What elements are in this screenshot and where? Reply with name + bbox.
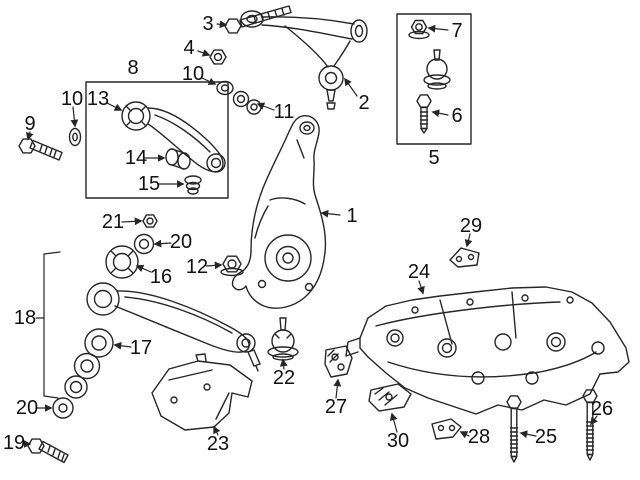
callout-6[interactable]: 6 [451, 105, 463, 127]
callout-10-left[interactable]: 10 [60, 88, 84, 110]
part-bushing-washer-stack [64, 328, 114, 399]
callout-20-mid[interactable]: 20 [169, 231, 193, 253]
part-lock-nut [220, 255, 244, 277]
callout-2[interactable]: 2 [358, 92, 370, 114]
part-strut-arm [86, 282, 261, 372]
part-washer-upper [216, 80, 234, 96]
callout-10-top[interactable]: 10 [181, 63, 205, 85]
callout-8[interactable]: 8 [127, 57, 139, 79]
part-bushing-sleeve [184, 175, 202, 195]
part-ball-joint [423, 49, 451, 90]
kit-box-8 [85, 81, 229, 199]
part-suspension-crossmember [345, 286, 630, 415]
part-arm-mount-bolt [18, 138, 63, 161]
callout-9[interactable]: 9 [24, 113, 36, 135]
part-mount-bracket-front [324, 345, 353, 378]
kit-box-5 [396, 13, 472, 145]
callout-30[interactable]: 30 [386, 430, 410, 452]
callout-13[interactable]: 13 [86, 88, 110, 110]
callout-18[interactable]: 18 [13, 307, 37, 329]
part-crossmember-bolt-inner [506, 395, 522, 463]
callout-27[interactable]: 27 [324, 396, 348, 418]
part-upper-arm-pivot-bolt [224, 5, 292, 34]
part-ball-joint-bolt [416, 94, 432, 134]
callout-3[interactable]: 3 [202, 13, 214, 35]
callout-29[interactable]: 29 [459, 215, 483, 237]
part-strut-arm-nut [142, 214, 158, 228]
part-upper-control-arm [240, 10, 368, 110]
callout-12[interactable]: 12 [185, 256, 209, 278]
callout-15[interactable]: 15 [137, 173, 161, 195]
callout-22[interactable]: 22 [272, 367, 296, 389]
callout-26[interactable]: 26 [590, 398, 614, 420]
callout-7[interactable]: 7 [451, 20, 463, 42]
part-upper-arm-nut [209, 49, 227, 65]
part-crossmember-bolt-outer [582, 389, 598, 461]
callout-leader-lines [23, 20, 598, 448]
part-washer-lower [52, 397, 74, 419]
callout-4[interactable]: 4 [183, 37, 195, 59]
part-mount-bracket-center [431, 418, 462, 440]
part-strut-arm-bolt [27, 438, 69, 464]
part-washer-left [68, 127, 82, 147]
part-arm-bushing-large [121, 101, 151, 131]
part-washer-mid [133, 233, 155, 255]
part-guide-washers [232, 90, 262, 115]
part-mount-bracket-upper [449, 247, 480, 268]
part-steering-knuckle [231, 115, 327, 309]
callout-17[interactable]: 17 [129, 337, 153, 359]
part-splash-shield [151, 353, 253, 431]
callout-24[interactable]: 24 [407, 261, 431, 283]
part-mount-bracket-lower [368, 383, 412, 412]
callout-21[interactable]: 21 [101, 211, 125, 233]
part-rear-lower-arm [147, 107, 226, 173]
callout-16[interactable]: 16 [149, 266, 173, 288]
callout-5[interactable]: 5 [428, 147, 440, 169]
callout-11[interactable]: 11 [273, 101, 295, 123]
callout-19[interactable]: 19 [2, 432, 26, 454]
part-arm-bushing-small [165, 148, 191, 170]
callout-28[interactable]: 28 [467, 426, 491, 448]
part-ball-joint-nut [408, 19, 430, 40]
callout-14[interactable]: 14 [124, 147, 148, 169]
callout-23[interactable]: 23 [206, 433, 230, 455]
callout-20-bottom[interactable]: 20 [15, 397, 39, 419]
callout-1[interactable]: 1 [346, 205, 358, 227]
part-strut-arm-bushing [105, 245, 139, 279]
part-lower-ball-joint [267, 317, 299, 361]
callout-25[interactable]: 25 [534, 426, 558, 448]
